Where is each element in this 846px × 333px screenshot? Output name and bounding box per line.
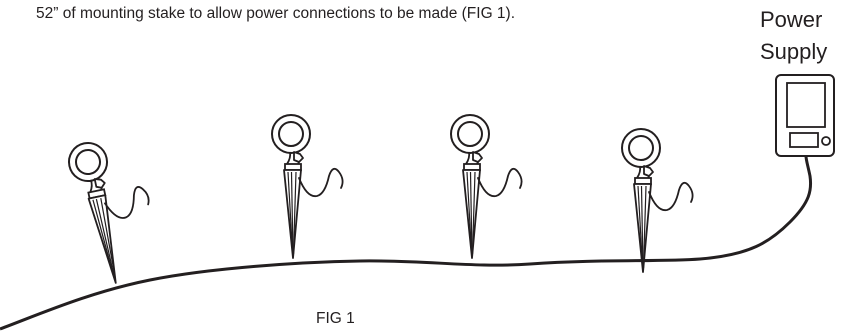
power-supply-label-line2: Supply [760,39,828,64]
power-supply-unit [775,74,835,157]
spot-light-4 [621,128,694,273]
figure-caption: FIG 1 [316,310,355,327]
spot-light-1 [64,131,166,289]
power-supply-label-line1: Power [760,7,823,32]
power-supply-label: Power Supply [760,4,827,68]
cable-line [0,155,813,331]
instruction-text: 52” of mounting stake to allow power con… [36,5,516,22]
spot-light-2 [271,114,344,259]
spot-light-3 [450,114,523,259]
